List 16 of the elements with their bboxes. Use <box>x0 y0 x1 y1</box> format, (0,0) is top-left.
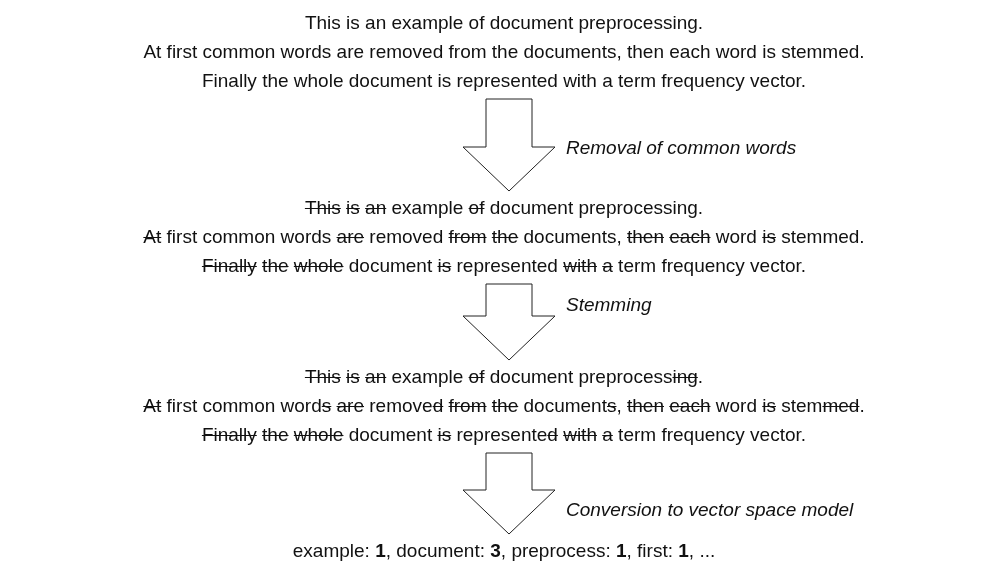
text-line: Finally the whole document is represented with a term frequency vector. <box>201 69 807 93</box>
text-line: This is an example of document preprocessing. <box>304 196 704 220</box>
text-line: This is an example of document preprocessing. <box>304 11 704 35</box>
text-line: This is an example of document preprocessing. <box>304 365 704 389</box>
block-arrow <box>462 98 556 192</box>
block-arrow <box>462 452 556 535</box>
text-line: At first common words are removed from the documents, then each word is stemmed. <box>143 394 865 418</box>
block-arrow <box>462 283 556 361</box>
edge-label: Stemming <box>566 293 652 317</box>
text-line: At first common words are removed from the documents, then each word is stemmed. <box>143 225 865 249</box>
text-line: Finally the whole document is represented with a term frequency vector. <box>201 254 807 278</box>
edge-label: Removal of common words <box>566 136 797 160</box>
text-line: At first common words are removed from the documents, then each word is stemmed. <box>143 40 865 64</box>
text-line: Finally the whole document is represented with a term frequency vector. <box>201 423 807 447</box>
text-line: example: 1, document: 3, preprocess: 1, first: 1, ... <box>292 539 716 563</box>
edge-label: Conversion to vector space model <box>566 498 854 522</box>
